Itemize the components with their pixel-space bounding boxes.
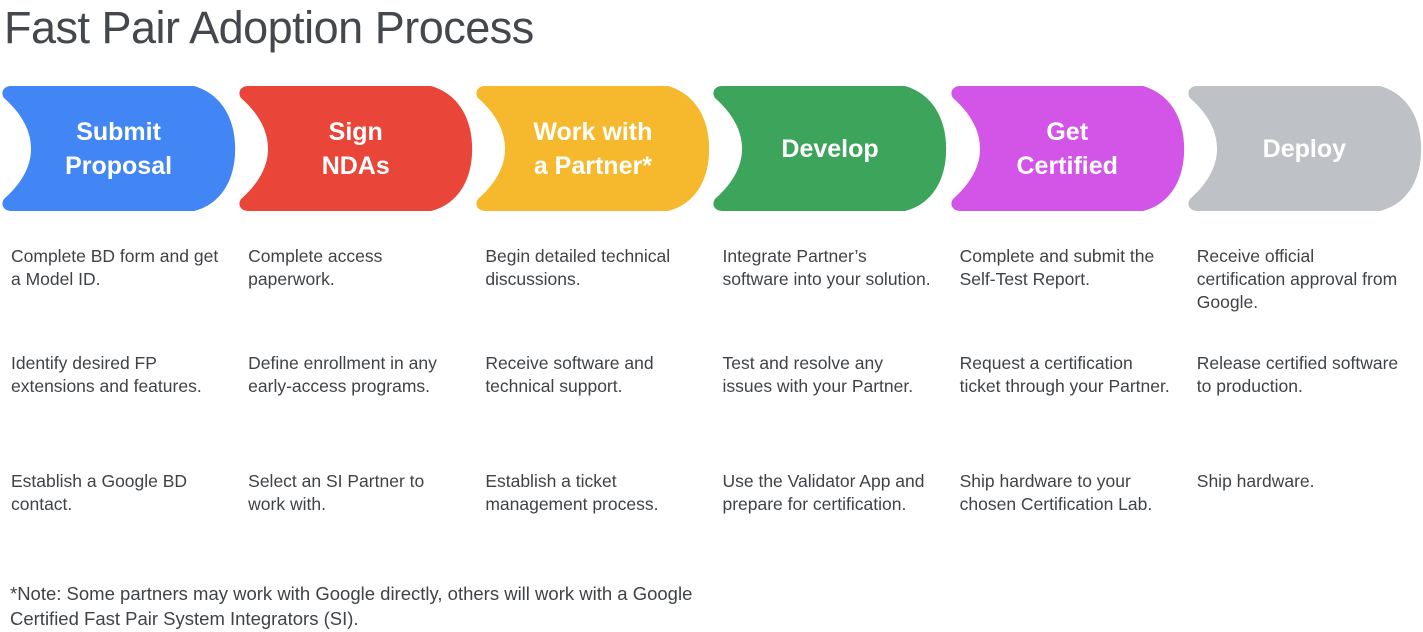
step-description: Receive official certification approval … <box>1196 246 1398 313</box>
step-description-cell: Test and resolve any issues with your Pa… <box>711 352 948 470</box>
step-column-get-certified: Get Certified Complete and submit the Se… <box>949 85 1186 582</box>
step-description: Ship hardware to your chosen Certificati… <box>959 471 1153 515</box>
step-description-cell: Receive official certification approval … <box>1186 245 1423 352</box>
step-description: Complete and submit the Self-Test Report… <box>959 246 1155 290</box>
step-description: Integrate Partner’s software into your s… <box>722 246 931 290</box>
step-banner: Sign NDAs <box>237 85 474 212</box>
step-description: Test and resolve any issues with your Pa… <box>722 353 914 397</box>
step-description: Select an SI Partner to work with. <box>248 471 425 515</box>
step-description-cell: Integrate Partner’s software into your s… <box>711 245 948 352</box>
step-label: Deploy <box>1262 134 1347 163</box>
step-description: Begin detailed technical discussions. <box>485 246 671 290</box>
step-banner: Develop <box>711 85 948 212</box>
step-label: Develop <box>781 134 879 163</box>
step-description: Ship hardware. <box>1196 471 1315 491</box>
ribbon-arrow-shape <box>713 86 947 211</box>
step-description-cell: Receive software and technical support. <box>474 352 711 470</box>
step-description-cell: Define enrollment in any early-access pr… <box>237 352 474 470</box>
step-description-cell: Begin detailed technical discussions. <box>474 245 711 352</box>
step-description-cell: Ship hardware to your chosen Certificati… <box>949 470 1186 582</box>
step-banner: Work with a Partner* <box>474 85 711 212</box>
step-shape <box>239 86 473 211</box>
ribbon-arrow-shape <box>2 86 236 211</box>
step-description-cell: Release certified software to production… <box>1186 352 1423 470</box>
step-shape <box>476 86 710 211</box>
ribbon-arrow-shape <box>476 86 710 211</box>
ribbon-arrow-shape <box>951 86 1184 211</box>
step-description: Use the Validator App and prepare for ce… <box>722 471 925 515</box>
step-description-cell: Complete BD form and get a Model ID. <box>0 245 237 352</box>
step-column-deploy: Deploy Receive official certification ap… <box>1186 85 1423 582</box>
process-steps-row: Submit Proposal Complete BD form and get… <box>0 85 1423 582</box>
step-description-cell: Request a certification ticket through y… <box>949 352 1186 470</box>
step-description-cell: Complete access paperwork. <box>237 245 474 352</box>
step-column-sign-ndas: Sign NDAs Complete access paperwork. Def… <box>237 85 474 582</box>
step-column-submit-proposal: Submit Proposal Complete BD form and get… <box>0 85 237 582</box>
step-description: Complete BD form and get a Model ID. <box>11 246 219 290</box>
step-shape <box>951 86 1184 211</box>
step-description: Establish a Google BD contact. <box>11 471 188 515</box>
step-description-cell: Use the Validator App and prepare for ce… <box>711 470 948 582</box>
step-description-cell: Establish a ticket management process. <box>474 470 711 582</box>
step-description: Define enrollment in any early-access pr… <box>248 353 437 397</box>
step-label: Work with a Partner* <box>533 117 653 180</box>
step-description: Receive software and technical support. <box>485 353 654 397</box>
page-title: Fast Pair Adoption Process <box>4 2 534 53</box>
step-description: Release certified software to production… <box>1196 353 1399 397</box>
step-description: Request a certification ticket through y… <box>959 353 1170 397</box>
step-description: Establish a ticket management process. <box>485 471 659 515</box>
step-description: Identify desired FP extensions and featu… <box>11 353 202 397</box>
ribbon-arrow-shape <box>1188 86 1421 211</box>
step-banner: Get Certified <box>949 85 1186 212</box>
step-description-cell: Complete and submit the Self-Test Report… <box>949 245 1186 352</box>
step-label: Submit Proposal <box>65 117 173 180</box>
step-shape <box>1188 86 1421 211</box>
step-column-work-with-partner: Work with a Partner* Begin detailed tech… <box>474 85 711 582</box>
step-banner: Deploy <box>1186 85 1423 212</box>
ribbon-arrow-shape <box>239 86 473 211</box>
step-description-cell: Establish a Google BD contact. <box>0 470 237 582</box>
step-description-cell: Identify desired FP extensions and featu… <box>0 352 237 470</box>
step-label: Sign NDAs <box>321 117 390 180</box>
step-banner: Submit Proposal <box>0 85 237 212</box>
step-description: Complete access paperwork. <box>248 246 383 290</box>
step-column-develop: Develop Integrate Partner’s software int… <box>711 85 948 582</box>
footnote: *Note: Some partners may work with Googl… <box>10 583 693 629</box>
step-label: Get Certified <box>1016 117 1118 180</box>
step-shape <box>713 86 947 211</box>
step-description-cell: Select an SI Partner to work with. <box>237 470 474 582</box>
step-description-cell: Ship hardware. <box>1186 470 1423 582</box>
step-shape <box>2 86 236 211</box>
